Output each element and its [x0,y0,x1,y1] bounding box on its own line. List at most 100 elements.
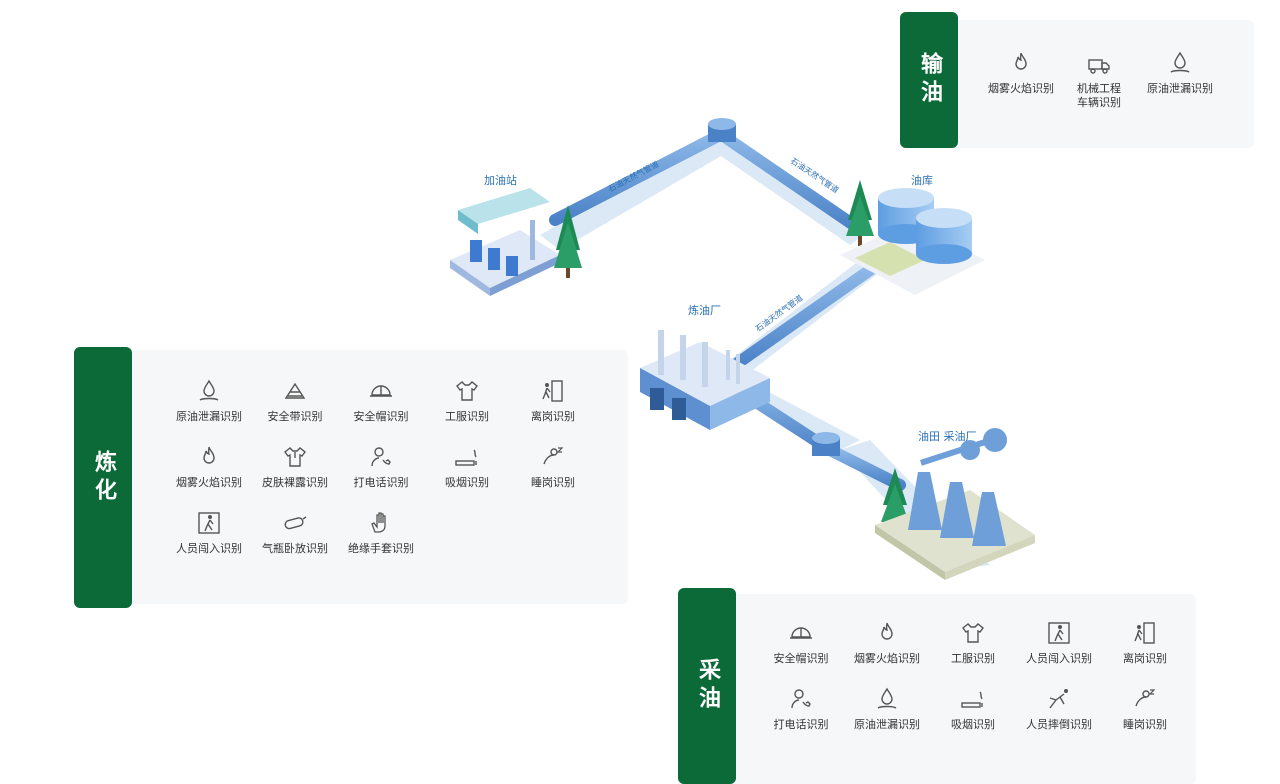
extraction-item-label: 人员摔倒识别 [1026,718,1092,731]
extraction-item-label: 原油泄漏识别 [854,718,920,731]
intrusion-icon [1048,622,1070,644]
junction-valve-2 [812,432,840,456]
gas-cylinder-icon [284,516,307,530]
extraction-item: 睡岗识别 [1102,686,1188,732]
truck-icon [1088,59,1110,74]
phone-call-icon [371,447,391,467]
safety-belt-icon [284,382,306,399]
transport-item-label: 原油泄漏识别 [1147,82,1213,95]
refining-item-label: 安全带识别 [267,410,323,423]
smoking-icon [961,691,983,708]
refining-item: 工服识别 [424,378,510,424]
extraction-item-label: 吸烟识别 [951,718,995,731]
refining-item: 人员闯入识别 [166,510,252,556]
uniform-icon [456,381,478,401]
sleeping-icon [543,447,564,465]
extraction-item: 吸烟识别 [930,686,1016,732]
refining-item-label: 绝缘手套识别 [348,542,414,555]
exit-door-icon [542,380,563,402]
helmet-icon [370,385,392,397]
transport-item: 原油泄漏识别 [1138,50,1222,110]
refining-item: 吸烟识别 [424,444,510,490]
extraction-item-label: 安全帽识别 [773,652,829,665]
extraction-item: 人员闯入识别 [1016,620,1102,666]
gas-station-label: 加油站 [484,174,517,187]
glove-icon [371,512,386,533]
refinery-label: 炼油厂 [688,304,721,317]
extraction-item: 工服识别 [930,620,1016,666]
refining-item-label: 睡岗识别 [531,476,575,489]
refining-item: 打电话识别 [338,444,424,490]
extraction-tag: 采油 [678,588,736,784]
phone-call-icon [791,689,811,709]
intrusion-icon [198,512,220,534]
extraction-item: 打电话识别 [758,686,844,732]
tree-1 [554,205,582,278]
extraction-item-label: 睡岗识别 [1123,718,1167,731]
extraction-item: 原油泄漏识别 [844,686,930,732]
flame-icon [203,446,215,464]
transport-item: 机械工程 车辆识别 [1060,50,1138,110]
extraction-item-label: 烟雾火焰识别 [854,652,920,665]
refinery-illustration [640,330,770,430]
pipeline-diagram: 石油天然气管道 石油天然气管道 石油天然气管道 [450,118,1035,580]
refining-item: 安全帽识别 [338,378,424,424]
extraction-item-label: 工服识别 [951,652,995,665]
oil-depot-label: 油库 [911,174,933,187]
extraction-items: 安全帽识别 烟雾火焰识别 工服识别 人员闯入识别 离岗识别打电话识别 原油泄漏识别 吸烟识别… [758,620,1188,732]
exit-door-icon [1134,622,1155,644]
smoking-icon [455,449,477,466]
flame-icon [1015,52,1027,70]
transport-tag-label: 输油 [917,52,942,108]
fall-icon [1049,689,1068,709]
refining-item: 皮肤裸露识别 [252,444,338,490]
helmet-icon [790,627,812,639]
uniform-icon [962,623,984,643]
transport-item-label: 烟雾火焰识别 [988,82,1054,95]
refining-item-label: 安全帽识别 [353,410,409,423]
extraction-item-label: 人员闯入识别 [1026,652,1092,665]
extraction-item: 人员摔倒识别 [1016,686,1102,732]
sleeping-icon [1135,689,1156,707]
refining-item-label: 打电话识别 [353,476,409,489]
transport-item-label: 机械工程 车辆识别 [1077,82,1121,109]
refining-item: 烟雾火焰识别 [166,444,252,490]
refining-item: 原油泄漏识别 [166,378,252,424]
refining-item: 气瓶卧放识别 [252,510,338,556]
refining-item: 睡岗识别 [510,444,596,490]
extraction-item: 离岗识别 [1102,620,1188,666]
transport-panel [920,20,1254,148]
refining-item-label: 皮肤裸露识别 [262,476,328,489]
flame-icon [881,622,893,640]
refining-item: 绝缘手套识别 [338,510,424,556]
gas-station-illustration [450,188,560,296]
refining-item-label: 烟雾火焰识别 [176,476,242,489]
bare-skin-icon [284,447,306,467]
extraction-item: 安全帽识别 [758,620,844,666]
refining-item: 离岗识别 [510,378,596,424]
tree-2 [846,180,874,246]
transport-items: 烟雾火焰识别 机械工程 车辆识别 原油泄漏识别 [982,50,1222,110]
refining-item-label: 离岗识别 [531,410,575,423]
refining-item-label: 气瓶卧放识别 [262,542,328,555]
refining-item: 安全带识别 [252,378,338,424]
extraction-item-label: 离岗识别 [1123,652,1167,665]
refining-item-label: 吸烟识别 [445,476,489,489]
transport-item: 烟雾火焰识别 [982,50,1060,110]
oil-drop-icon [1170,51,1190,73]
extraction-item-label: 打电话识别 [773,718,829,731]
transport-tag: 输油 [900,12,958,148]
extraction-panel [700,594,1196,784]
oil-depot-illustration [840,188,985,295]
refining-item-label: 原油泄漏识别 [176,410,242,423]
extraction-tag-label: 采油 [695,658,720,714]
oilfield-illustration [875,428,1035,580]
junction-valve-1 [708,118,736,142]
extraction-item: 烟雾火焰识别 [844,620,930,666]
refining-tag-label: 炼化 [91,449,116,506]
oil-drop-icon [877,687,897,709]
oil-drop-icon [199,379,219,401]
refining-items: 原油泄漏识别 安全带识别 安全帽识别 工服识别 离岗识别烟雾火焰识别 皮肤裸露识别 打电话识… [166,378,596,556]
refining-item-label: 工服识别 [445,410,489,423]
refining-item-label: 人员闯入识别 [176,542,242,555]
